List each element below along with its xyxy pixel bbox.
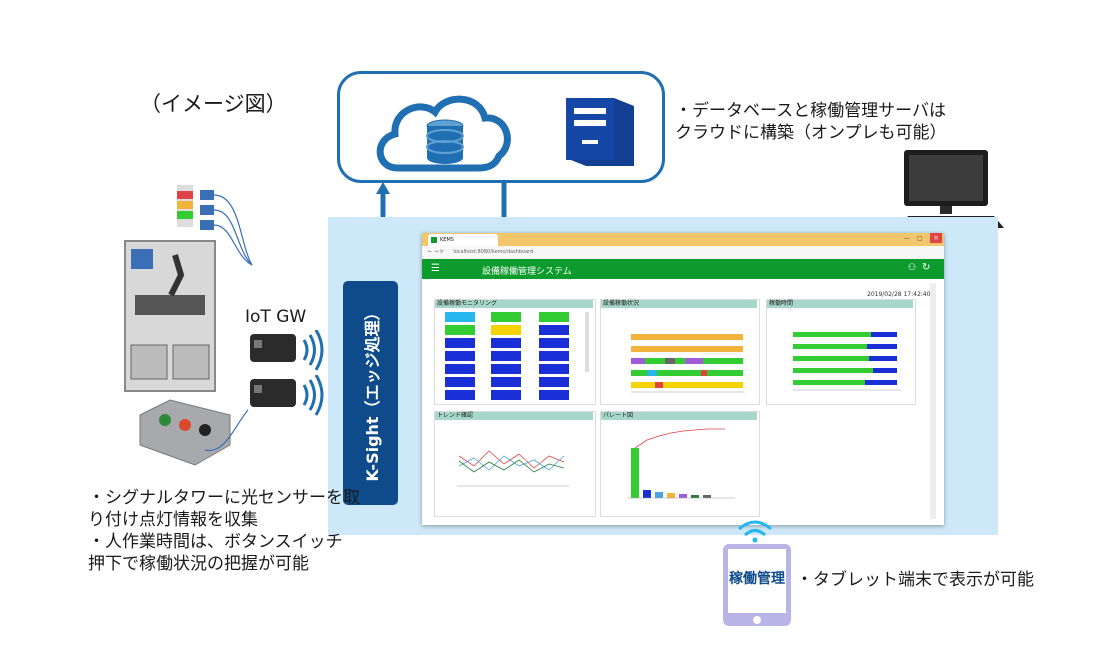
status-tile xyxy=(491,364,521,374)
close-icon[interactable]: × xyxy=(930,233,942,243)
status-tile xyxy=(445,390,475,400)
tablet-icon: 稼働管理 xyxy=(723,544,791,626)
left-notes: ・シグナルタワーに光センサーを取 り付け点灯情報を収集 ・人作業時間は、ボタンス… xyxy=(88,487,360,575)
monitoring-card: 設備稼働モニタリング xyxy=(434,299,596,405)
cloud-note: ・データベースと稼働管理サーバは クラウドに構築（オンプレも可能） xyxy=(675,100,947,144)
browser-window: KEMS — □ × ← → ⟳ localhost:8080/kems/das… xyxy=(422,233,944,525)
tablet-screen xyxy=(728,549,786,613)
status-tile xyxy=(491,390,521,400)
app-title: 設備稼働管理システム xyxy=(482,267,572,277)
status-tile xyxy=(491,377,521,387)
status-tile xyxy=(445,351,475,361)
browser-tab[interactable]: KEMS xyxy=(428,234,498,246)
browser-tab-title: KEMS xyxy=(440,237,454,243)
uptime-bar-chart xyxy=(793,332,901,391)
caption: （イメージ図） xyxy=(140,92,287,116)
nav-arrows-icon[interactable]: ← → ⟳ xyxy=(428,249,444,255)
status-tile xyxy=(539,351,569,361)
cloud-note-line: クラウドに構築（オンプレも可能） xyxy=(675,123,947,143)
left-note-line: ・シグナルタワーに光センサーを取 xyxy=(88,488,360,508)
card-title: 稼働時間 xyxy=(767,300,913,308)
iot-gateway-icon xyxy=(250,330,324,371)
refresh-icon[interactable]: ↻ xyxy=(922,262,931,273)
card-title: 設備稼働モニタリング xyxy=(435,300,593,308)
trend-card: トレンド確認 xyxy=(434,411,596,517)
app-header: ☰ 設備稼働管理システム ⚇ ↻ xyxy=(422,259,944,279)
scrollbar[interactable] xyxy=(585,312,589,372)
trend-line-chart xyxy=(457,450,569,487)
cloud-note-line: ・データベースと稼働管理サーバは xyxy=(675,101,946,121)
sensor-wire-icon xyxy=(200,190,253,266)
maximize-icon[interactable]: □ xyxy=(917,235,923,242)
status-tile xyxy=(445,377,475,387)
tablet-note: ・タブレット端末で表示が可能 xyxy=(796,570,1034,590)
status-tile xyxy=(539,325,569,335)
status-tile xyxy=(445,338,475,348)
status-tile xyxy=(445,312,475,322)
status-card: 設備稼働状況 xyxy=(600,299,760,405)
pareto-chart xyxy=(627,428,735,499)
card-title: パレート図 xyxy=(601,412,757,420)
menu-icon[interactable]: ☰ xyxy=(431,263,440,274)
card-title: 設備稼働状況 xyxy=(601,300,757,308)
status-tile xyxy=(539,364,569,374)
url-bar[interactable]: ← → ⟳ localhost:8080/kems/dashboard xyxy=(422,246,944,260)
status-tile xyxy=(539,390,569,400)
status-tile xyxy=(491,338,521,348)
ksight-bar: K-Sight（エッジ処理） xyxy=(343,281,398,505)
minimize-icon[interactable]: — xyxy=(904,235,910,242)
iot-gateway-icon xyxy=(250,375,324,416)
button-switch-icon xyxy=(139,399,249,466)
left-note-line: り付け点灯情報を収集 xyxy=(88,510,258,530)
tablet-label: 稼働管理 xyxy=(729,571,785,587)
left-note-line: 押下で稼働状況の把握が可能 xyxy=(88,554,309,574)
status-gantt-chart xyxy=(631,334,745,393)
favicon-icon xyxy=(431,237,437,243)
ksight-label: K-Sight（エッジ処理） xyxy=(362,304,382,482)
machine-icon xyxy=(124,185,216,392)
user-icon[interactable]: ⚇ xyxy=(908,263,917,273)
left-note-line: ・人作業時間は、ボタンスイッチ xyxy=(88,532,343,552)
iot-gw-label: IoT GW xyxy=(245,307,307,327)
page-scrollbar[interactable] xyxy=(930,283,936,519)
tablet-home-button xyxy=(753,616,761,624)
pareto-card: パレート図 xyxy=(600,411,760,517)
url-text: localhost:8080/kems/dashboard xyxy=(453,249,534,255)
status-tile xyxy=(445,364,475,374)
card-title: トレンド確認 xyxy=(435,412,593,420)
status-tile xyxy=(445,325,475,335)
browser-tab-bar: KEMS — □ × xyxy=(422,233,944,246)
status-tile xyxy=(539,312,569,322)
status-tile xyxy=(539,338,569,348)
status-tile xyxy=(491,312,521,322)
timestamp: 2019/02/28 17:42:40 xyxy=(867,291,931,298)
status-tile xyxy=(539,377,569,387)
status-tile xyxy=(491,325,521,335)
uptime-card: 稼働時間 xyxy=(766,299,916,405)
cloud-database-icon xyxy=(376,95,511,172)
wifi-icon xyxy=(738,520,772,543)
server-icon xyxy=(566,98,634,166)
status-tile xyxy=(491,351,521,361)
